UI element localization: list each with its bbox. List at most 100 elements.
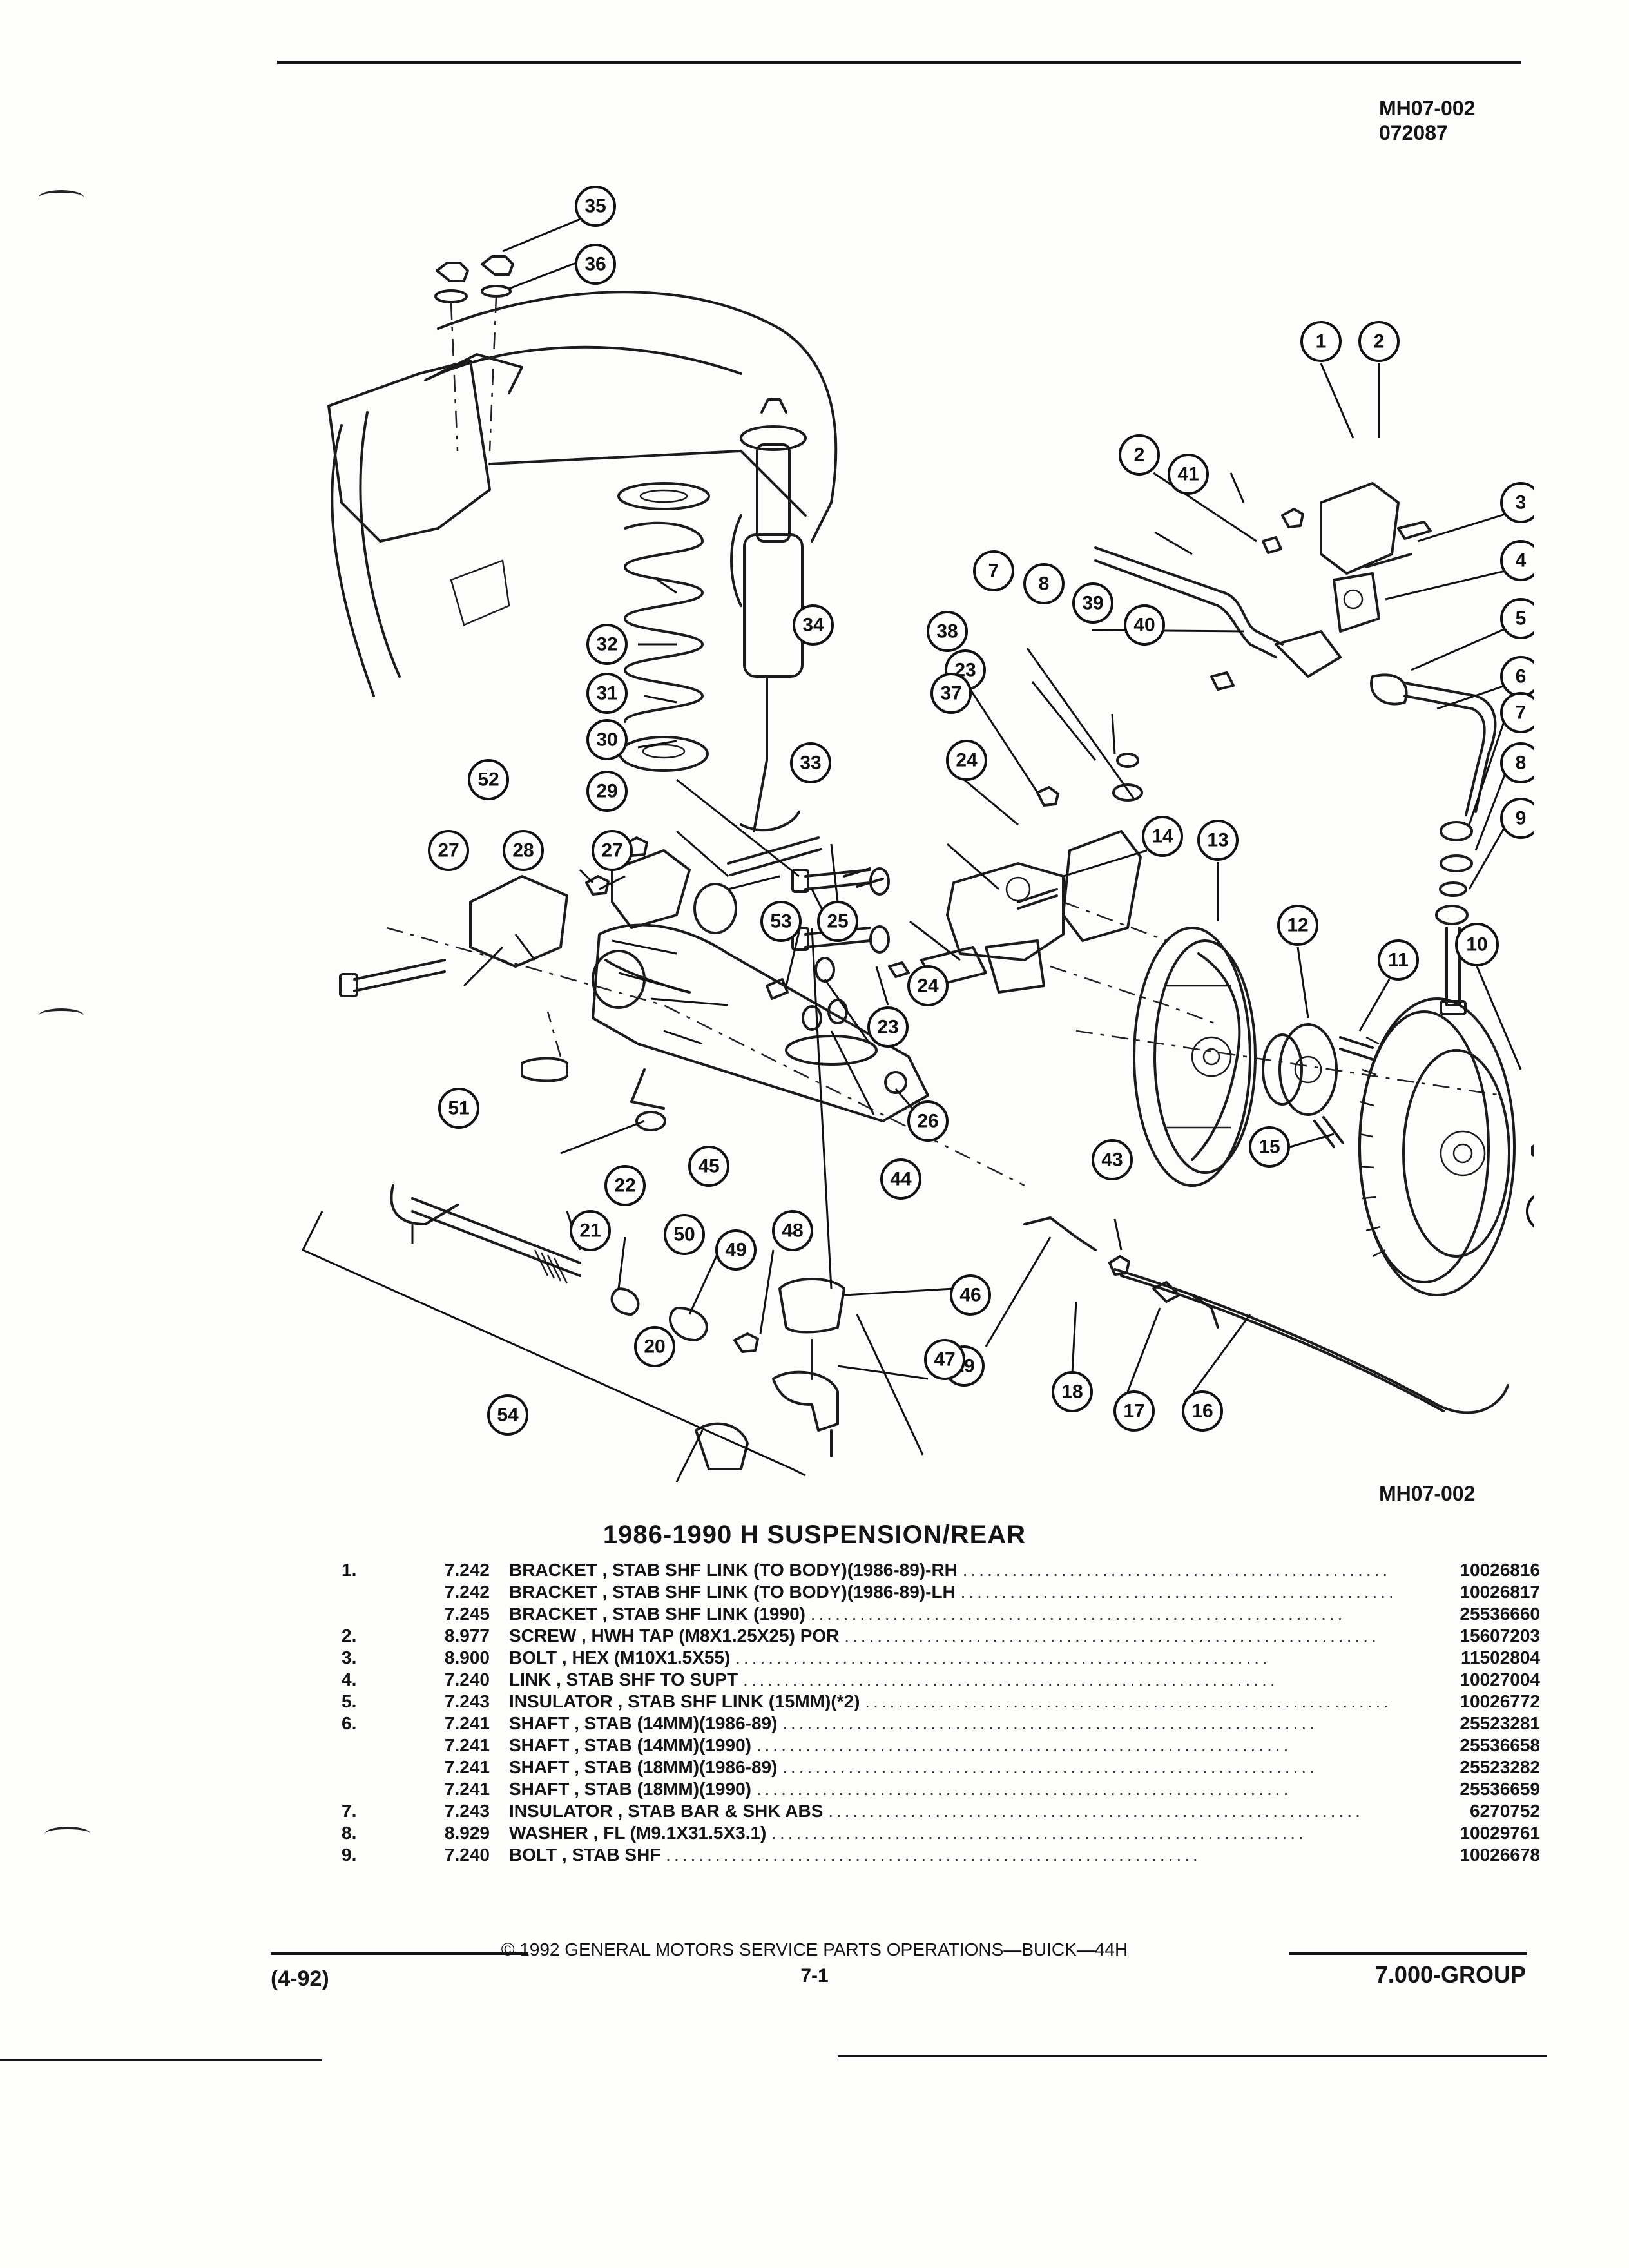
svg-text:24: 24 bbox=[917, 975, 939, 997]
callout-4: 4 bbox=[1500, 540, 1541, 581]
parts-row: 7.241 SHAFT , STAB (18MM)(1986-89) .....… bbox=[348, 1756, 1540, 1778]
part-number: 10026817 bbox=[1460, 1582, 1540, 1602]
callout-13: 13 bbox=[1197, 820, 1239, 861]
lower-control-arm bbox=[592, 883, 929, 1131]
svg-text:53: 53 bbox=[770, 911, 791, 932]
callout-33: 33 bbox=[790, 742, 831, 783]
parts-row: 7.241 SHAFT , STAB (18MM)(1990) ........… bbox=[348, 1778, 1540, 1800]
svg-text:16: 16 bbox=[1191, 1401, 1213, 1422]
group-code: 7.240 bbox=[444, 1669, 490, 1689]
brake-drum bbox=[1358, 997, 1552, 1296]
part-description: SCREW , HWH TAP (M8X1.25X25) POR .......… bbox=[509, 1626, 1380, 1646]
part-number: 6270752 bbox=[1469, 1801, 1540, 1821]
callout-37: 37 bbox=[930, 673, 972, 714]
parts-row: 5. 7.243 INSULATOR , STAB SHF LINK (15MM… bbox=[342, 1691, 1540, 1713]
callout-3: 3 bbox=[1500, 482, 1541, 523]
svg-text:50: 50 bbox=[673, 1224, 695, 1245]
callout-29: 29 bbox=[586, 771, 628, 812]
knuckle-assembly bbox=[843, 862, 1219, 1026]
callout-53: 53 bbox=[760, 901, 802, 942]
svg-text:32: 32 bbox=[596, 634, 617, 655]
header-date: 072087 bbox=[1379, 121, 1448, 144]
svg-text:38: 38 bbox=[936, 621, 958, 642]
footer-rule-left bbox=[271, 1952, 528, 1955]
svg-text:11: 11 bbox=[1388, 950, 1409, 971]
svg-text:31: 31 bbox=[596, 683, 617, 704]
svg-text:41: 41 bbox=[1177, 464, 1199, 485]
svg-text:22: 22 bbox=[614, 1175, 635, 1196]
margin-mark bbox=[39, 190, 84, 204]
shock-lower-bolts bbox=[791, 867, 890, 954]
callout-42: 42 bbox=[1526, 1191, 1567, 1232]
callout-7: 7 bbox=[973, 550, 1014, 591]
group-label: 7.000-GROUP bbox=[1374, 1961, 1526, 1988]
part-number: 25523282 bbox=[1460, 1757, 1540, 1777]
section-title: 1986-1990 H SUSPENSION/REAR bbox=[602, 1521, 1027, 1549]
callout-39: 39 bbox=[1072, 582, 1113, 624]
callout-36: 36 bbox=[575, 244, 616, 285]
callout-24: 24 bbox=[946, 740, 987, 781]
parts-row: 7.245 BRACKET , STAB SHF LINK (1990) ...… bbox=[348, 1603, 1540, 1625]
parts-row: 1. 7.242 BRACKET , STAB SHF LINK (TO BOD… bbox=[342, 1559, 1540, 1581]
item-number: 6. bbox=[342, 1713, 357, 1733]
frame-bracket bbox=[339, 836, 1025, 1187]
parts-row: 3. 8.900 BOLT , HEX (M10X1.5X55) .......… bbox=[342, 1647, 1540, 1669]
svg-text:37: 37 bbox=[940, 683, 961, 704]
svg-text:7: 7 bbox=[988, 561, 999, 582]
group-code: 7.241 bbox=[444, 1757, 490, 1777]
part-number: 10026772 bbox=[1460, 1691, 1540, 1711]
svg-text:40: 40 bbox=[1133, 615, 1155, 636]
suspension-diagram: 1 2 2 3 4 5 6 7 7 8 8 9 10 11 12 13 14 1… bbox=[277, 180, 1567, 1483]
item-number: 4. bbox=[342, 1669, 357, 1689]
svg-text:51: 51 bbox=[448, 1098, 469, 1119]
callout-43: 43 bbox=[1092, 1139, 1133, 1180]
part-number: 10026678 bbox=[1460, 1845, 1540, 1865]
callout-54: 54 bbox=[487, 1394, 528, 1436]
svg-text:5: 5 bbox=[1516, 608, 1527, 629]
svg-text:24: 24 bbox=[956, 750, 978, 771]
callout-24: 24 bbox=[907, 965, 949, 1006]
part-description: BRACKET , STAB SHF LINK (1990) .........… bbox=[509, 1604, 1346, 1624]
svg-text:29: 29 bbox=[596, 781, 617, 802]
callout-16: 16 bbox=[1182, 1390, 1223, 1432]
svg-text:27: 27 bbox=[438, 840, 459, 861]
group-code: 7.243 bbox=[444, 1691, 490, 1711]
part-description: BOLT , STAB SHF ........................… bbox=[509, 1845, 1201, 1865]
callout-15: 15 bbox=[1249, 1126, 1290, 1168]
item-number: 3. bbox=[342, 1648, 357, 1667]
callout-41: 41 bbox=[1168, 454, 1209, 495]
callout-2: 2 bbox=[1119, 434, 1160, 476]
shock-mount-bracket bbox=[1017, 753, 1143, 942]
callout-50: 50 bbox=[664, 1214, 705, 1255]
part-number: 10027004 bbox=[1460, 1669, 1540, 1689]
callout-2: 2 bbox=[1358, 321, 1400, 362]
callout-6: 6 bbox=[1500, 656, 1541, 697]
part-number: 10026816 bbox=[1460, 1560, 1540, 1580]
parts-row: 6. 7.241 SHAFT , STAB (14MM)(1986-89) ..… bbox=[342, 1713, 1540, 1735]
svg-text:7: 7 bbox=[1516, 702, 1527, 724]
part-number: 15607203 bbox=[1460, 1626, 1540, 1646]
group-code: 7.242 bbox=[444, 1560, 490, 1580]
callout-28: 28 bbox=[503, 830, 544, 871]
svg-text:9: 9 bbox=[1516, 808, 1527, 829]
shock-absorber bbox=[730, 398, 807, 832]
svg-text:33: 33 bbox=[800, 753, 821, 774]
svg-text:25: 25 bbox=[827, 911, 848, 932]
svg-text:23: 23 bbox=[877, 1017, 898, 1038]
svg-text:14: 14 bbox=[1152, 826, 1173, 847]
svg-text:47: 47 bbox=[934, 1349, 955, 1370]
svg-text:2: 2 bbox=[1374, 331, 1385, 352]
item-number: 1. bbox=[342, 1560, 357, 1580]
callout-26: 26 bbox=[907, 1100, 949, 1142]
stabilizer-bracket bbox=[1210, 482, 1432, 706]
svg-text:27: 27 bbox=[601, 840, 622, 861]
callout-52: 52 bbox=[468, 759, 509, 800]
hub-assembly bbox=[1075, 1023, 1502, 1148]
svg-text:18: 18 bbox=[1061, 1381, 1083, 1403]
group-code: 7.240 bbox=[444, 1845, 490, 1865]
item-number: 2. bbox=[342, 1626, 357, 1646]
footer-copyright: © 1992 GENERAL MOTORS SERVICE PARTS OPER… bbox=[501, 1939, 1128, 1959]
parts-row: 8. 8.929 WASHER , FL (M9.1X31.5X3.1) ...… bbox=[342, 1822, 1540, 1844]
revision-date: (4-92) bbox=[271, 1966, 329, 1991]
svg-text:44: 44 bbox=[890, 1169, 912, 1190]
